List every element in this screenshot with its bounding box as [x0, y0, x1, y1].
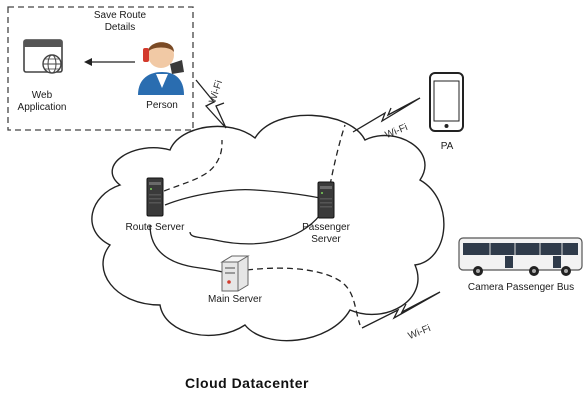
browser-globe-icon [23, 39, 63, 74]
server-icon [317, 181, 335, 219]
server-icon [146, 177, 164, 217]
route-server-label: Route Server [125, 222, 185, 233]
person-label: Person [146, 100, 178, 111]
link-passenger-main [189, 214, 321, 245]
main-server-icon [220, 255, 250, 292]
lightning-icon [195, 79, 227, 129]
link-route-passenger [164, 189, 321, 206]
lightning-icon [361, 291, 441, 329]
person-phone-icon [138, 42, 184, 95]
arrowhead [84, 58, 92, 66]
web-app-label: Web Application [17, 90, 67, 113]
passenger-server-label: Passenger Server [302, 222, 350, 245]
diagram-title: Cloud Datacenter [185, 375, 309, 391]
bus-icon [458, 237, 583, 276]
bus-label: Camera Passenger Bus [467, 282, 575, 293]
smartphone-icon [429, 72, 464, 132]
main-server-label: Main Server [208, 294, 262, 305]
save-route-label: Save Route Details [93, 10, 147, 33]
lightning-icon [352, 97, 421, 133]
pa-label: PA [440, 141, 454, 152]
link-main-bus [246, 267, 361, 326]
user-box [7, 6, 194, 131]
link-passenger-pa [329, 124, 346, 186]
cloud-outline [91, 114, 445, 342]
